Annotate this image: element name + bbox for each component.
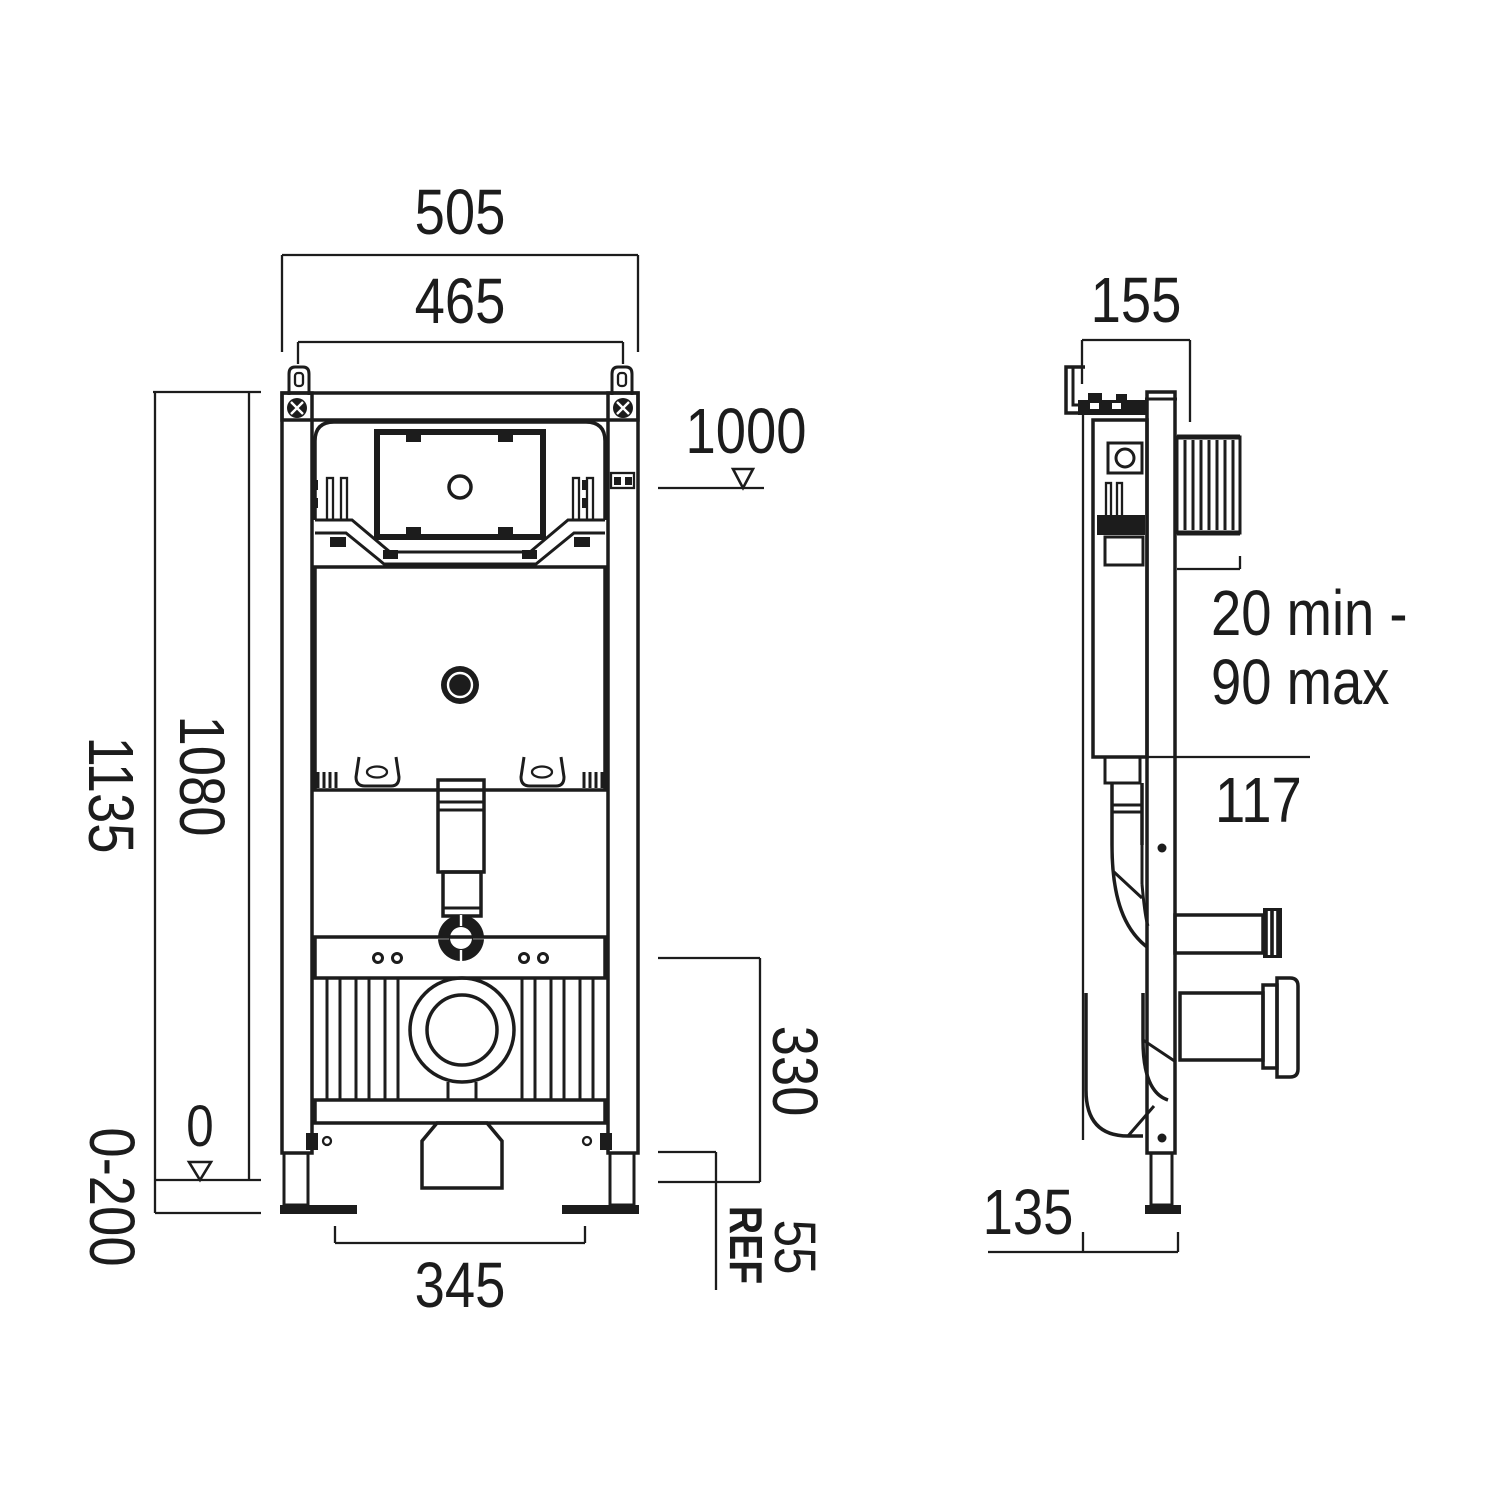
adjustable-leg-right <box>608 1151 636 1207</box>
flush-pipe-side <box>1173 913 1265 955</box>
fixing-box <box>1106 441 1144 475</box>
cistern-cover-panel <box>313 420 607 520</box>
cistern-clip-right <box>519 756 566 788</box>
dim-label-ref-offset: 55 <box>762 1219 827 1275</box>
adjustable-leg-side <box>1149 1151 1174 1207</box>
frame-rail-right <box>606 391 640 1155</box>
waste-elbow <box>1084 993 1177 1138</box>
side-view-pipework <box>1084 783 1300 1214</box>
threaded-wall-anchor <box>1175 434 1242 536</box>
note-wall-finish-line2: 90 max <box>1211 646 1390 718</box>
dim-label-leg-adjustment: 0-200 <box>76 1127 148 1267</box>
dim-label-frame-depth: 155 <box>1090 264 1182 336</box>
dim-label-floor-zero: 0 <box>186 1094 214 1159</box>
dim-label-overall-width: 505 <box>414 176 506 248</box>
foot-plate-right <box>562 1205 639 1214</box>
fixing-screw-right <box>613 398 633 418</box>
note-wall-finish-line1: 20 min - <box>1211 577 1408 649</box>
dim-label-ref: REF <box>720 1205 772 1285</box>
rail-clip <box>609 471 636 490</box>
dim-label-cistern-offset: 117 <box>1215 764 1302 836</box>
frame-bottom-rail <box>313 1098 607 1125</box>
pipe-gaiter <box>1263 908 1282 958</box>
cistern-clip-left <box>354 756 401 788</box>
front-view-flush-pipe <box>436 778 486 961</box>
frame-rail-profile <box>1145 390 1177 1155</box>
dim-label-base-width: 345 <box>414 1249 506 1321</box>
adjustable-leg-left <box>282 1151 310 1207</box>
waste-outlet-funnel <box>420 1121 504 1190</box>
foot-plate-left <box>280 1205 357 1214</box>
hanger-hook-left <box>287 365 311 395</box>
front-view-dimension-lines <box>153 253 764 1290</box>
waste-pipe-flange <box>1275 976 1300 1079</box>
front-view-cistern-area <box>312 420 636 792</box>
front-view-lower-frame <box>280 935 639 1214</box>
waste-pipe-side <box>1178 991 1265 1062</box>
dim-label-base-depth: 135 <box>982 1176 1074 1248</box>
foot-plate-side <box>1145 1205 1181 1214</box>
flush-plate-opening <box>374 429 546 540</box>
fixing-screw-left <box>287 398 307 418</box>
floor-zero-marker-icon <box>186 1160 214 1183</box>
dim-label-flush-height: 1000 <box>685 395 807 467</box>
concealed-cistern <box>313 565 607 792</box>
dim-label-frame-height: 1080 <box>166 715 238 837</box>
dim-label-hanger-width: 465 <box>414 265 506 337</box>
flush-rod-hole <box>447 474 473 500</box>
frame-top-bar <box>280 391 640 422</box>
cistern-inspection-knob <box>441 666 479 704</box>
dim-label-total-height: 1135 <box>75 736 147 854</box>
waste-pipe-opening <box>408 976 516 1084</box>
cistern-profile <box>1091 418 1149 759</box>
side-view-frame <box>1064 365 1242 1155</box>
dim-label-outlet-height: 330 <box>759 1025 831 1117</box>
level-marker-icon <box>730 467 756 491</box>
frame-rail-left <box>280 391 314 1155</box>
hanger-hook-right <box>610 365 634 395</box>
